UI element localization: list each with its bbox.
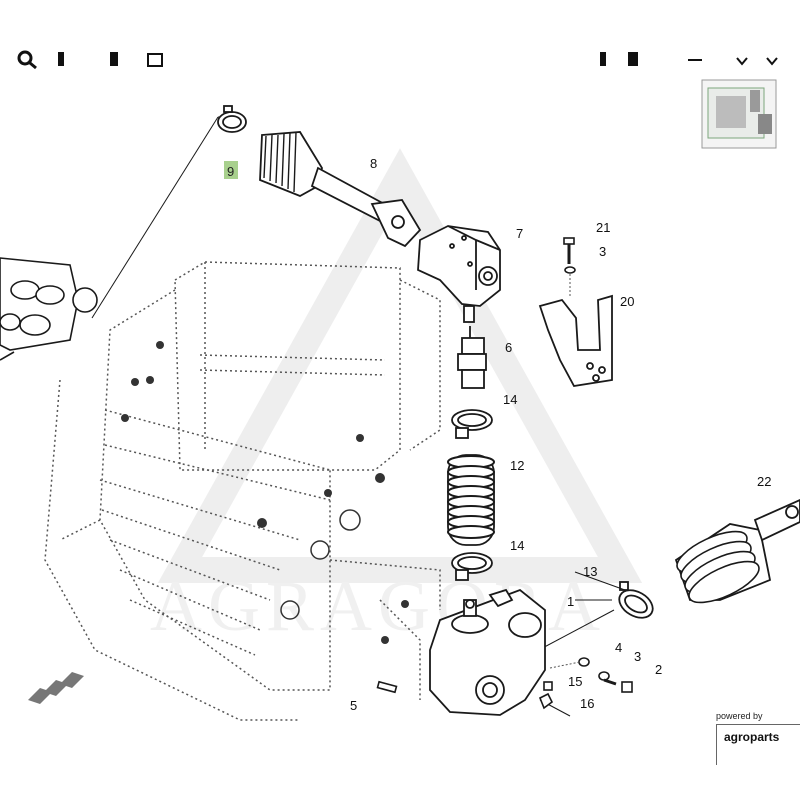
callout-22[interactable]: 22 — [757, 474, 771, 489]
part-3-washer-lower[interactable] — [598, 671, 610, 681]
callout-20[interactable]: 20 — [620, 294, 634, 309]
part-9-clamp[interactable] — [217, 105, 247, 133]
baler-rollers — [121, 341, 409, 644]
callout-labels: 9 8 7 21 3 20 6 14 12 22 14 13 1 4 3 2 1… — [224, 156, 771, 713]
part-20-bracket[interactable] — [538, 294, 613, 387]
callout-21[interactable]: 21 — [596, 220, 610, 235]
watermark: AGRAGORA — [150, 148, 643, 646]
brand-logo-text: agroparts — [724, 730, 780, 744]
callout-14-upper[interactable]: 14 — [503, 392, 517, 407]
part-8-drive-shaft[interactable] — [259, 131, 422, 248]
chevron-down-icon[interactable] — [736, 57, 748, 66]
powered-by-label: powered by — [716, 711, 763, 721]
callout-8[interactable]: 8 — [370, 156, 377, 171]
callout-6[interactable]: 6 — [505, 340, 512, 355]
callout-1[interactable]: 1 — [567, 594, 574, 609]
callout-15[interactable]: 15 — [568, 674, 582, 689]
callout-2[interactable]: 2 — [655, 662, 662, 677]
toolbar-icon-d[interactable] — [600, 52, 606, 66]
brand-box[interactable] — [716, 724, 800, 765]
part-5-pin[interactable] — [376, 680, 398, 694]
callout-13[interactable]: 13 — [583, 564, 597, 579]
conveyor-glyphs — [28, 672, 84, 704]
callout-5[interactable]: 5 — [350, 698, 357, 713]
part-7-gearbox[interactable] — [417, 225, 501, 323]
thumbnail-navigator[interactable] — [701, 79, 777, 149]
part-12-bellows[interactable] — [447, 454, 495, 546]
baler-frame-dotted — [44, 261, 441, 721]
part-13-clamp[interactable] — [614, 581, 657, 623]
callout-14-lower[interactable]: 14 — [510, 538, 524, 553]
part-22-shaft[interactable] — [672, 499, 800, 611]
left-pulley-assembly — [0, 257, 98, 361]
part-14-clamp-upper[interactable] — [451, 409, 493, 439]
part-2-bolt[interactable] — [603, 678, 633, 693]
toolbar-icon-a[interactable] — [58, 52, 64, 66]
leader-lines — [91, 116, 615, 717]
part-6-coupling[interactable] — [457, 326, 487, 389]
chevron-down-icon-2[interactable] — [766, 57, 778, 66]
part-14-clamp-lower[interactable] — [451, 552, 493, 581]
toolbar — [17, 50, 778, 70]
toolbar-icon-e[interactable] — [628, 52, 638, 66]
part-4-washer[interactable] — [578, 657, 590, 667]
highlight-box — [224, 161, 238, 179]
callout-3-upper[interactable]: 3 — [599, 244, 606, 259]
callout-4[interactable]: 4 — [615, 640, 622, 655]
callout-9[interactable]: 9 — [227, 164, 234, 179]
callout-12[interactable]: 12 — [510, 458, 524, 473]
part-3-washer[interactable] — [564, 266, 576, 274]
callout-3-lower[interactable]: 3 — [634, 649, 641, 664]
part-16-nut[interactable] — [538, 692, 554, 710]
label-leaders — [574, 571, 626, 591]
callout-16[interactable]: 16 — [580, 696, 594, 711]
toolbar-icon-b[interactable] — [110, 52, 118, 66]
search-icon[interactable] — [17, 50, 37, 70]
toolbar-icon-c[interactable] — [147, 53, 163, 67]
part-1-main-gearbox[interactable] — [429, 588, 546, 716]
part-15-bolt[interactable] — [543, 681, 553, 691]
callout-7[interactable]: 7 — [516, 226, 523, 241]
part-21-bolt[interactable] — [563, 237, 575, 264]
